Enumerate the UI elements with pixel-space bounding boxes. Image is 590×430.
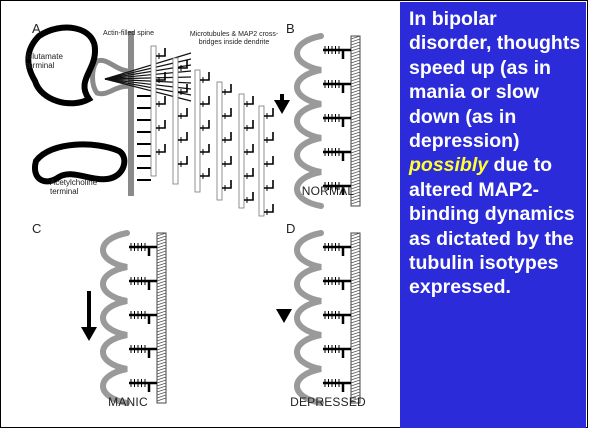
- panel-c-drawing: [81, 233, 166, 403]
- panel-d-drawing: [276, 233, 360, 403]
- panel-a-letter: A: [32, 21, 41, 36]
- bipolar-text-callout: In bipolar disorder, thoughts speed up (…: [400, 2, 586, 428]
- panel-d-letter: D: [286, 221, 295, 236]
- callout-text-part1: In bipolar disorder, thoughts speed up (…: [409, 8, 580, 152]
- microtubules-label: Microtubules & MAP2 cross-bridges inside…: [189, 31, 279, 47]
- panel-b-caption: NORMAL: [268, 184, 388, 198]
- panel-d-caption: DEPRESSED: [268, 395, 388, 409]
- panel-c-letter: C: [32, 221, 41, 236]
- panel-b-drawing: [274, 36, 360, 206]
- panel-c-caption: MANIC: [68, 395, 188, 409]
- callout-highlight-word: possibly: [409, 154, 488, 176]
- panel-b-letter: B: [286, 21, 295, 36]
- acetylcholine-terminal-label: Acetylcholine terminal: [50, 178, 100, 196]
- glutamate-terminal-label: Glutamate terminal: [26, 52, 66, 70]
- actin-spine-label: Actin-filled spine: [103, 30, 183, 38]
- figure-area: A Actin-filled spine Glutamate terminal …: [1, 1, 399, 428]
